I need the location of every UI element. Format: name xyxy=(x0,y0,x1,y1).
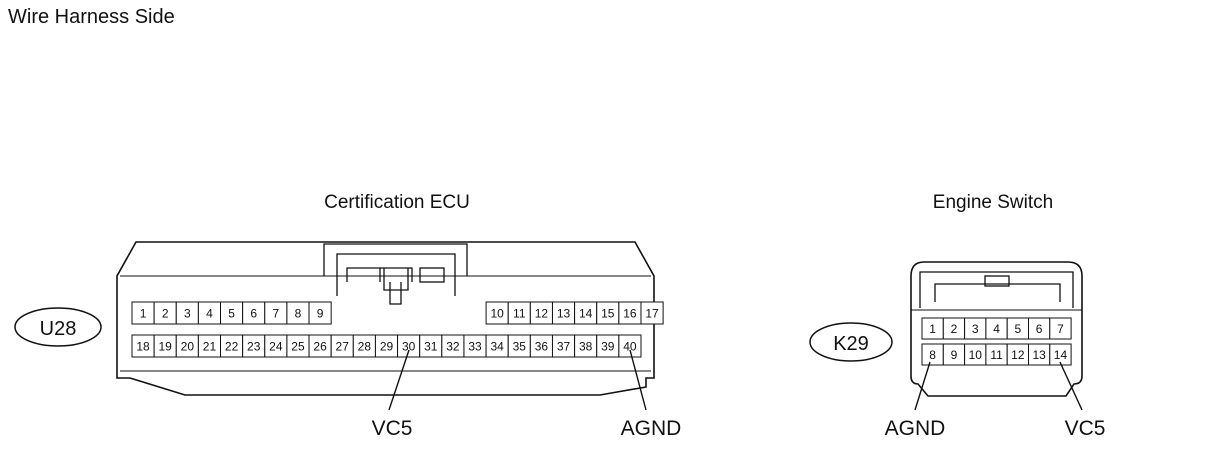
pin-number: 9 xyxy=(951,348,958,362)
pin-number: 34 xyxy=(490,340,504,354)
ecu-connector-code: U28 xyxy=(40,318,77,340)
pin-number: 26 xyxy=(313,340,327,354)
pin-number: 24 xyxy=(269,340,283,354)
pin-number: 10 xyxy=(969,348,983,362)
pin-number: 4 xyxy=(993,322,1000,336)
pin-number: 8 xyxy=(929,348,936,362)
pin-number: 11 xyxy=(990,348,1003,362)
pin-number: 7 xyxy=(1057,322,1064,336)
pin-number: 16 xyxy=(623,307,637,321)
pin-number: 36 xyxy=(535,340,549,354)
pin-number: 32 xyxy=(446,340,460,354)
pin-number: 18 xyxy=(136,340,150,354)
pin-number: 33 xyxy=(468,340,482,354)
pin-number: 7 xyxy=(273,307,280,321)
pin-number: 5 xyxy=(228,307,235,321)
pin-number: 40 xyxy=(623,340,637,354)
switch-agnd-label: AGND xyxy=(885,417,946,440)
agnd-leader-ecu xyxy=(629,349,647,411)
ecu-agnd-label: AGND xyxy=(621,417,682,440)
pin-number: 27 xyxy=(336,340,350,354)
pin-number: 9 xyxy=(317,307,324,321)
pin-number: 13 xyxy=(1032,348,1046,362)
pin-cell xyxy=(640,301,664,325)
switch-latch xyxy=(919,271,1074,308)
ecu-connector-body xyxy=(116,241,655,396)
switch-connector-code: K29 xyxy=(833,333,869,355)
pin-cell xyxy=(1049,317,1072,340)
pin-number: 19 xyxy=(159,340,173,354)
pin-number: 6 xyxy=(1036,322,1043,336)
pin-number: 17 xyxy=(645,307,659,321)
pin-number: 8 xyxy=(295,307,302,321)
pin-number: 10 xyxy=(490,307,504,321)
pin-number: 39 xyxy=(601,340,615,354)
pin-number: 25 xyxy=(291,340,305,354)
pin-number: 11 xyxy=(513,307,526,321)
pin-cell xyxy=(1049,343,1072,366)
ecu-vc5-label: VC5 xyxy=(372,417,413,440)
pin-number: 15 xyxy=(601,307,615,321)
pin-number: 29 xyxy=(380,340,394,354)
pin-number: 12 xyxy=(535,307,549,321)
pin-number: 1 xyxy=(140,307,147,321)
pin-cell xyxy=(308,301,332,325)
pin-number: 3 xyxy=(972,322,979,336)
pin-number: 1 xyxy=(929,322,936,336)
pin-number: 30 xyxy=(402,340,416,354)
pin-number: 31 xyxy=(424,340,438,354)
pin-number: 5 xyxy=(1015,322,1022,336)
switch-connector-title: Engine Switch xyxy=(933,192,1053,213)
pin-number: 3 xyxy=(184,307,191,321)
pin-number: 21 xyxy=(203,340,217,354)
ecu-code-badge xyxy=(14,307,102,347)
pin-number: 14 xyxy=(1054,348,1068,362)
pin-number: 4 xyxy=(206,307,213,321)
vc5-leader-ecu xyxy=(388,349,410,411)
pin-number: 2 xyxy=(951,322,958,336)
pin-number: 35 xyxy=(513,340,527,354)
pin-number: 14 xyxy=(579,307,593,321)
pin-number: 22 xyxy=(225,340,239,354)
pin-number: 28 xyxy=(358,340,372,354)
switch-vc5-label: VC5 xyxy=(1065,417,1106,440)
page-title: Wire Harness Side xyxy=(8,6,175,28)
pin-number: 13 xyxy=(557,307,571,321)
switch-code-badge xyxy=(809,322,893,362)
pin-number: 37 xyxy=(557,340,571,354)
pin-number: 38 xyxy=(579,340,593,354)
switch-connector-body xyxy=(910,261,1083,397)
pin-number: 6 xyxy=(250,307,257,321)
agnd-leader-switch xyxy=(914,361,931,411)
ecu-latch xyxy=(323,243,468,305)
pin-number: 2 xyxy=(162,307,169,321)
ecu-connector-title: Certification ECU xyxy=(324,192,470,213)
pin-number: 12 xyxy=(1011,348,1025,362)
pin-cell xyxy=(618,334,642,358)
pin-number: 20 xyxy=(181,340,195,354)
pin-number: 23 xyxy=(247,340,261,354)
vc5-leader-switch xyxy=(1059,361,1083,411)
